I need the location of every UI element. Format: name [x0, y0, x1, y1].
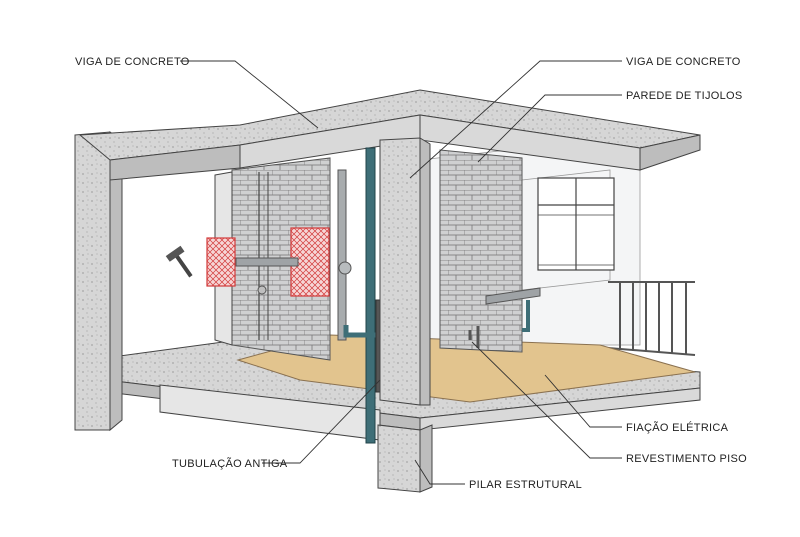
label-beam-left: VIGA DE CONCRETO — [75, 56, 190, 68]
grey-pipe — [337, 169, 347, 341]
label-brick-wall: PAREDE DE TIJOLOS — [626, 90, 743, 102]
leader-lines — [180, 60, 622, 485]
structural-pillar — [377, 424, 433, 493]
label-old-piping: TUBULAÇÃO ANTIGA — [172, 457, 288, 470]
label-structural-pillar: PILAR ESTRUTURAL — [469, 479, 582, 491]
balcony-railing — [607, 281, 696, 356]
old-piping — [343, 147, 390, 444]
center-column — [379, 137, 431, 406]
demolition-patch-left — [206, 237, 236, 287]
hammer-icon — [165, 245, 193, 278]
wiring-left — [235, 172, 299, 340]
sink-fixture — [468, 287, 541, 348]
top-beam — [78, 89, 701, 181]
label-beam-right: VIGA DE CONCRETO — [626, 56, 741, 68]
label-floor-covering: REVESTIMENTO PISO — [626, 453, 747, 465]
label-electrical-wiring: FIAÇÃO ELÉTRICA — [626, 421, 729, 434]
brick-wall-right — [439, 149, 523, 353]
left-column — [74, 131, 123, 432]
